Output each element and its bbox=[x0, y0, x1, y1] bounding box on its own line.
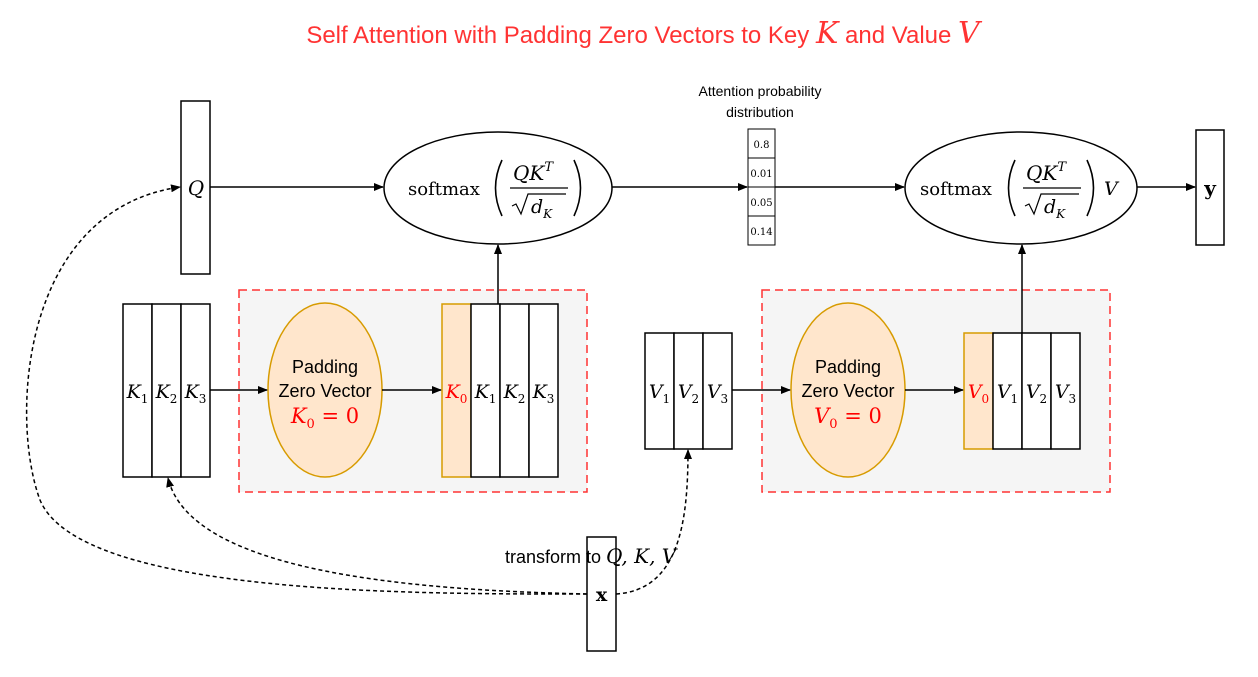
title-middle: and Value bbox=[838, 22, 958, 49]
arrow-x-to-v bbox=[615, 449, 692, 595]
attention-value: 0.05 bbox=[750, 198, 772, 209]
padded-key-cell: K2 bbox=[503, 381, 526, 406]
softmax-denominator: dK bbox=[531, 196, 553, 221]
softmax-v-right-paren bbox=[1086, 159, 1095, 217]
attention-label-line2: distribution bbox=[726, 104, 794, 120]
diagram-title: Self Attention with Padding Zero Vectors… bbox=[306, 16, 983, 51]
padded-key-cell-zero: K0 bbox=[445, 381, 468, 406]
arrow-x-to-q bbox=[25, 184, 588, 595]
value-cell: V1 bbox=[649, 381, 670, 406]
attention-value: 0.8 bbox=[754, 140, 770, 151]
padded-value-cell: V3 bbox=[1055, 381, 1076, 406]
key-cell: K1 bbox=[126, 381, 149, 406]
key-matrix: K1 K2 K3 bbox=[122, 303, 211, 478]
softmax-v-func: softmax bbox=[920, 179, 992, 200]
softmax-right-paren bbox=[573, 159, 582, 217]
attention-value: 0.01 bbox=[750, 169, 772, 180]
padded-key-cell: K3 bbox=[532, 381, 555, 406]
query-label: Q bbox=[188, 176, 204, 200]
padded-value-cell: V1 bbox=[997, 381, 1018, 406]
transform-label: transform to Q, K, V bbox=[505, 544, 679, 568]
value-padding-equation: V0 = 0 bbox=[814, 404, 882, 432]
softmax-v-denominator: dK bbox=[1044, 196, 1066, 221]
title-value-symbol: V bbox=[958, 16, 983, 51]
arrow-x-to-k bbox=[166, 477, 588, 595]
key-padding-line2: Zero Vector bbox=[278, 381, 371, 401]
flow-arrows bbox=[210, 183, 1196, 394]
value-matrix: V1 V2 V3 bbox=[644, 332, 733, 450]
value-cell: V2 bbox=[678, 381, 699, 406]
output-label: y bbox=[1203, 176, 1217, 200]
value-padding-line1: Padding bbox=[815, 357, 881, 377]
padded-value-cell-zero: V0 bbox=[968, 381, 989, 406]
sqrt-symbol bbox=[511, 193, 566, 216]
softmax-func: softmax bbox=[408, 179, 480, 200]
padded-value-cell: V2 bbox=[1026, 381, 1047, 406]
input-box bbox=[586, 536, 617, 652]
padded-key-matrix: K0 K1 K2 K3 bbox=[441, 303, 559, 478]
key-cell: K2 bbox=[155, 381, 178, 406]
sqrt-v-symbol bbox=[1024, 193, 1079, 216]
padded-value-matrix: V0 V1 V2 V3 bbox=[963, 332, 1081, 450]
title-prefix: Self Attention with Padding Zero Vectors… bbox=[306, 22, 816, 49]
key-padding-equation: K0 = 0 bbox=[290, 404, 359, 432]
softmax-numerator: QKT bbox=[513, 160, 554, 185]
softmax-v-times: V bbox=[1104, 178, 1120, 200]
softmax-left-paren bbox=[494, 159, 503, 217]
padded-key-cell: K1 bbox=[474, 381, 497, 406]
transform-arrows bbox=[25, 184, 692, 595]
title-key-symbol: K bbox=[815, 16, 840, 51]
value-padding-line2: Zero Vector bbox=[801, 381, 894, 401]
query-box bbox=[180, 100, 211, 275]
output-box bbox=[1195, 129, 1225, 246]
attention-value: 0.14 bbox=[750, 227, 772, 238]
key-padding-line1: Padding bbox=[292, 357, 358, 377]
softmax-v-numerator: QKT bbox=[1026, 160, 1067, 185]
input-label: x bbox=[596, 584, 608, 606]
softmax-v-left-paren bbox=[1007, 159, 1016, 217]
attention-vector: 0.8 0.01 0.05 0.14 bbox=[747, 128, 776, 246]
attention-label-line1: Attention probability bbox=[699, 83, 822, 99]
key-cell: K3 bbox=[184, 381, 207, 406]
value-cell: V3 bbox=[707, 381, 728, 406]
